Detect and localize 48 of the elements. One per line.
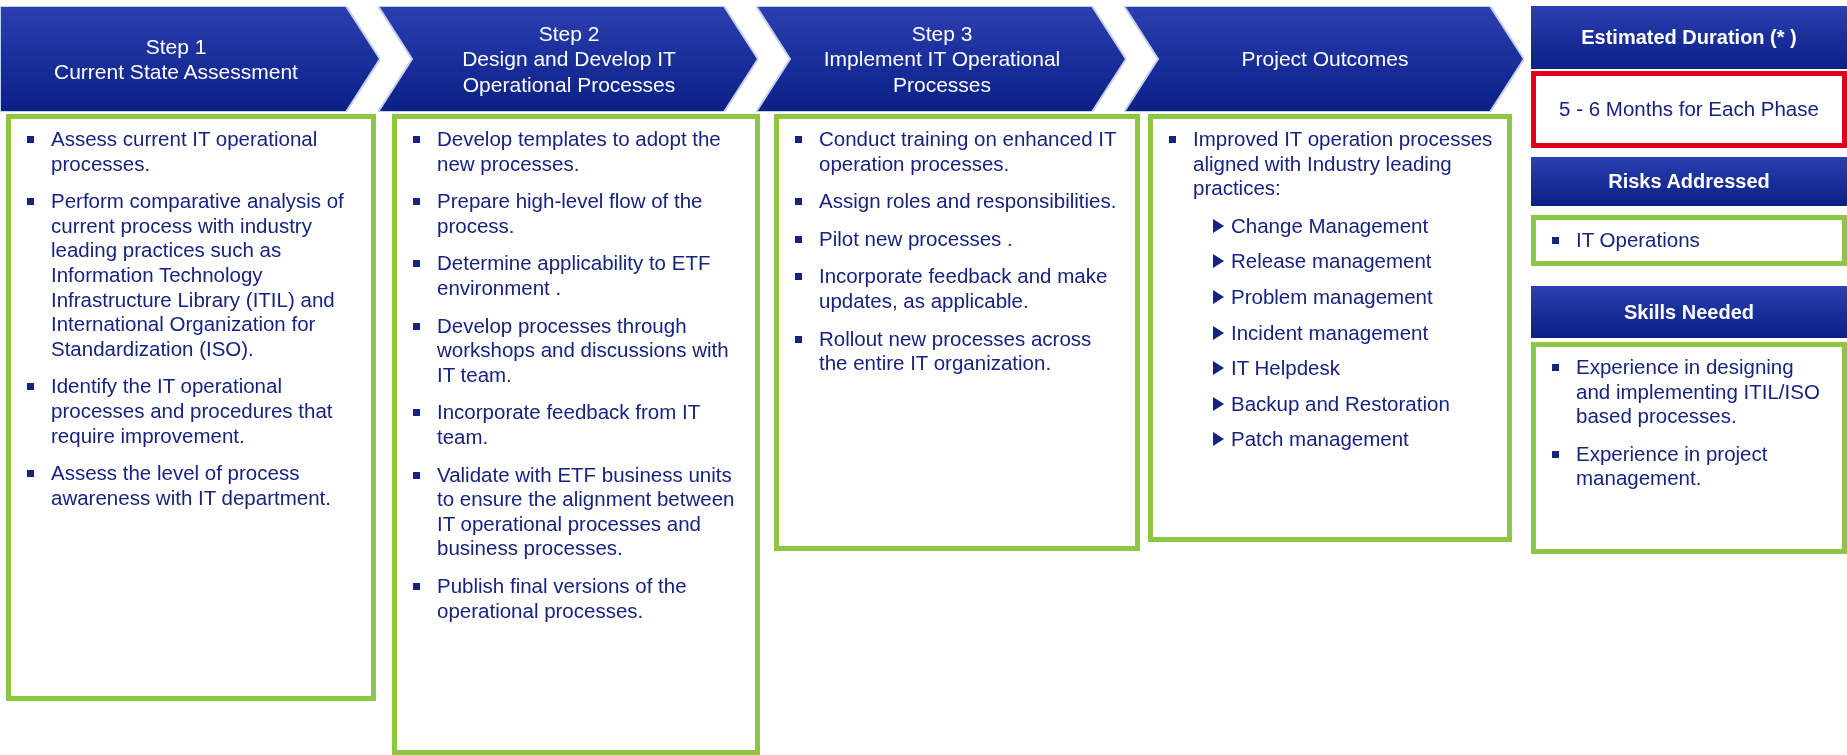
bullet-card bbox=[774, 114, 1140, 551]
section-header: Skills Needed bbox=[1531, 286, 1847, 338]
chevron-step bbox=[1124, 6, 1524, 112]
sub-bullet-item: Release management bbox=[1163, 249, 1495, 274]
bullet-item: Develop templates to adopt the new processes. bbox=[407, 127, 743, 177]
bullet-item: Assess the level of process awareness with IT department. bbox=[21, 461, 359, 511]
sub-bullet-item: Incident management bbox=[1163, 320, 1495, 346]
bullet-item: Identify the IT operational processes and procedures that require improvement. bbox=[21, 374, 359, 449]
bullet-item: Assign roles and responsibilities. bbox=[789, 189, 1123, 214]
bullet-card bbox=[392, 114, 760, 755]
bullet-item: Determine applicability to ETF environment . bbox=[407, 251, 743, 301]
bullet-item: Pilot new processes . bbox=[789, 226, 1123, 252]
step-number: Step 3 bbox=[910, 21, 974, 47]
chevron-step bbox=[756, 6, 1126, 112]
bullet-item: Assess current IT operational processes. bbox=[21, 127, 359, 177]
bullet-item: Improved IT operation processes aligned with Industry leading practices: bbox=[1163, 127, 1495, 201]
section-header: Risks Addressed bbox=[1531, 157, 1847, 206]
step-number: Step 2 bbox=[537, 21, 601, 47]
step-title: Design and Develop IT Operational Processes bbox=[461, 46, 677, 97]
bullet-item: Experience in project management. bbox=[1546, 441, 1830, 491]
sub-bullet-item: Patch management bbox=[1163, 427, 1495, 452]
chevron-step bbox=[0, 6, 380, 112]
step-title: Implement IT Operational Processes bbox=[822, 46, 1062, 97]
section-header: Estimated Duration (* ) bbox=[1531, 6, 1847, 69]
bullet-card bbox=[1531, 342, 1847, 554]
bullet-item: IT Operations bbox=[1546, 228, 1830, 253]
bullet-item: Incorporate feedback from IT team. bbox=[407, 400, 743, 450]
step-title: Project Outcomes bbox=[1240, 46, 1410, 72]
chevron-step bbox=[378, 6, 758, 112]
bullet-item: Publish final versions of the operational processes. bbox=[407, 573, 743, 624]
duration-box: 5 - 6 Months for Each Phase bbox=[1531, 71, 1847, 148]
bullet-card bbox=[6, 114, 376, 701]
sub-bullet-item: Problem management bbox=[1163, 284, 1495, 310]
step-number: Step 1 bbox=[144, 33, 208, 59]
bullet-item: Develop processes through workshops and discussions with IT team. bbox=[407, 313, 743, 388]
bullet-item: Validate with ETF business units to ensure the alignment between IT operational processes and business processes. bbox=[407, 462, 743, 561]
bullet-card bbox=[1531, 215, 1847, 266]
bullet-item: Rollout new processes across the entire IT organization. bbox=[789, 326, 1123, 376]
step-title: Current State Assessment bbox=[53, 59, 299, 85]
sub-bullet-item: Change Management bbox=[1163, 213, 1495, 239]
sub-bullet-item: Backup and Restoration bbox=[1163, 391, 1495, 417]
bullet-item: Conduct training on enhanced IT operation processes. bbox=[789, 127, 1123, 177]
bullet-item: Experience in designing and implementing ITIL/ISO based processes. bbox=[1546, 355, 1830, 429]
sub-bullet-item: IT Helpdesk bbox=[1163, 356, 1495, 381]
bullet-card bbox=[1148, 114, 1512, 542]
bullet-item: Prepare high-level flow of the process. bbox=[407, 189, 743, 239]
bullet-item: Incorporate feedback and make updates, as applicable. bbox=[789, 264, 1123, 314]
bullet-item: Perform comparative analysis of current process with industry leading practices such as Information Technology Infrastructure Library (ITIL) and International Organization for Standardization (ISO). bbox=[21, 189, 359, 362]
